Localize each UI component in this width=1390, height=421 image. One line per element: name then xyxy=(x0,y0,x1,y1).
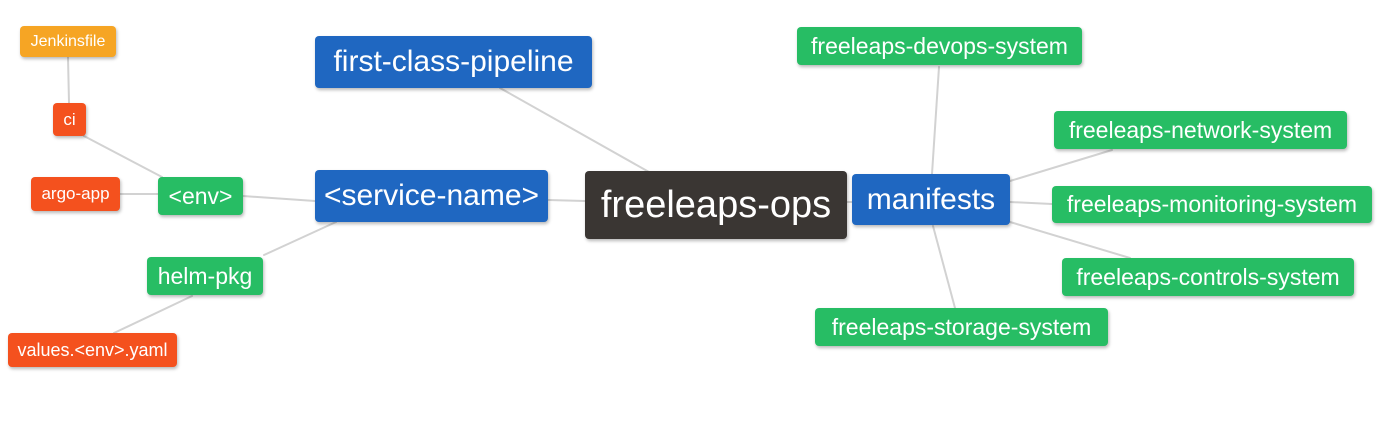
node-freeleaps-controls-system[interactable]: freeleaps-controls-system xyxy=(1062,258,1354,296)
edge-values-env-yaml-helm-pkg xyxy=(113,295,193,334)
node-env[interactable]: <env> xyxy=(158,177,243,215)
node-ci[interactable]: ci xyxy=(53,103,86,136)
edge-first-class-pipeline-ops xyxy=(499,87,650,173)
node-service-name[interactable]: <service-name> xyxy=(315,170,548,222)
node-argo-app[interactable]: argo-app xyxy=(31,177,120,211)
edge-ci-env xyxy=(83,135,163,178)
edge-manifests-controls-system xyxy=(1009,221,1131,259)
edge-manifests-network-system xyxy=(1009,149,1113,182)
node-freeleaps-devops-system[interactable]: freeleaps-devops-system xyxy=(797,27,1082,65)
edge-jenkinsfile-ci xyxy=(67,56,70,104)
node-manifests[interactable]: manifests xyxy=(852,174,1010,225)
edge-service-name-ops xyxy=(547,199,586,202)
node-first-class-pipeline[interactable]: first-class-pipeline xyxy=(315,36,592,88)
node-freeleaps-monitoring-system[interactable]: freeleaps-monitoring-system xyxy=(1052,186,1372,223)
node-jenkinsfile[interactable]: Jenkinsfile xyxy=(20,26,116,57)
edge-env-service-name xyxy=(242,195,316,202)
edge-helm-pkg-service-name xyxy=(263,221,337,256)
node-freeleaps-network-system[interactable]: freeleaps-network-system xyxy=(1054,111,1347,149)
edge-manifests-monitoring-system xyxy=(1009,201,1053,205)
edge-manifests-storage-system xyxy=(932,225,956,309)
node-values-env-yaml[interactable]: values.<env>.yaml xyxy=(8,333,177,367)
node-freeleaps-ops-root[interactable]: freeleaps-ops xyxy=(585,171,847,239)
edge-manifests-devops-system xyxy=(931,66,940,175)
node-freeleaps-storage-system[interactable]: freeleaps-storage-system xyxy=(815,308,1108,346)
node-helm-pkg[interactable]: helm-pkg xyxy=(147,257,263,295)
